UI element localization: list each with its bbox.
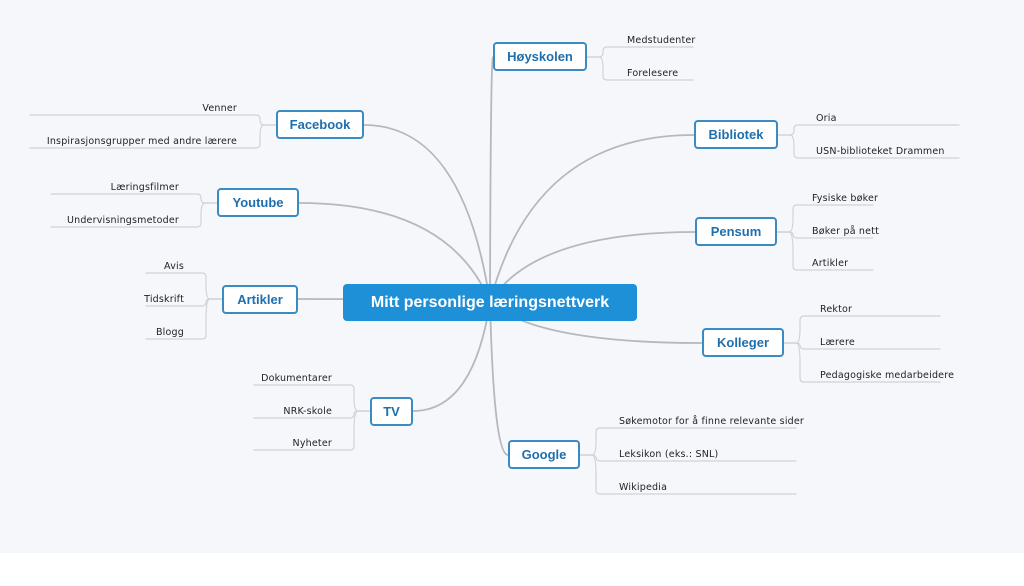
- leaf-link-facebook-1: [29, 124, 277, 149]
- branch-link-tv: [412, 301, 491, 412]
- leaf-link-pensum-0: [776, 204, 874, 233]
- leaf-link-pensum-2: [776, 231, 874, 271]
- topic-artikler[interactable]: Artikler: [222, 285, 298, 314]
- leaf-link-facebook-0: [29, 114, 277, 126]
- subtopic-oria[interactable]: Oria: [816, 113, 837, 124]
- topic-youtube-label: Youtube: [232, 195, 284, 210]
- leaf-link-kolleger-1: [783, 342, 941, 350]
- leaf-link-hoyskolen-0: [586, 46, 694, 58]
- subtopic-laerere[interactable]: Lærere: [820, 337, 855, 348]
- topic-tv-label: TV: [383, 404, 400, 419]
- topic-tv[interactable]: TV: [370, 397, 413, 426]
- connector-lines: [29, 46, 960, 495]
- topic-hoyskolen-label: Høyskolen: [507, 49, 573, 64]
- leaf-link-artikler-2: [145, 298, 223, 340]
- branch-link-youtube: [298, 202, 491, 303]
- leaf-link-artikler-0: [145, 272, 223, 300]
- subtopic-avis[interactable]: Avis: [164, 261, 184, 272]
- topic-google-label: Google: [521, 447, 567, 462]
- central-topic[interactable]: Mitt personlige læringsnettverk: [343, 284, 637, 321]
- leaf-link-bibliotek-1: [777, 134, 960, 159]
- subtopic-rektor[interactable]: Rektor: [820, 304, 853, 315]
- leaf-link-kolleger-0: [783, 315, 941, 344]
- subtopic-blogg[interactable]: Blogg: [155, 327, 184, 338]
- topic-facebook-label: Facebook: [289, 117, 351, 132]
- leaf-link-google-2: [579, 454, 797, 495]
- topic-pensum-label: Pensum: [710, 224, 762, 239]
- topic-facebook[interactable]: Facebook: [276, 110, 364, 139]
- subtopic-medstudenter[interactable]: Medstudenter: [627, 35, 696, 46]
- subtopic-fysiske-boker[interactable]: Fysiske bøker: [812, 193, 879, 204]
- topic-bibliotek[interactable]: Bibliotek: [694, 120, 778, 149]
- subtopic-nrk-skole[interactable]: NRK-skole: [283, 406, 332, 417]
- subtopic-pedagogiske-medarbeidere[interactable]: Pedagogiske medarbeidere: [820, 370, 955, 381]
- subtopic-dokumentarer[interactable]: Dokumentarer: [261, 373, 332, 384]
- mindmap-canvas: Mitt personlige læringsnettverk Høyskole…: [29, 35, 960, 495]
- subtopic-boker-pa-nett[interactable]: Bøker på nett: [812, 226, 880, 237]
- leaf-link-youtube-1: [50, 202, 218, 228]
- topic-kolleger-label: Kolleger: [716, 335, 769, 350]
- branch-link-facebook: [363, 124, 491, 303]
- topic-artikler-label: Artikler: [237, 292, 283, 307]
- leaf-link-youtube-0: [50, 193, 218, 204]
- branch-link-bibliotek: [489, 134, 695, 303]
- topic-bibliotek-label: Bibliotek: [708, 127, 764, 142]
- leaf-link-hoyskolen-1: [586, 56, 694, 81]
- topic-youtube[interactable]: Youtube: [217, 188, 299, 217]
- leaf-link-tv-2: [253, 410, 371, 451]
- topic-pensum[interactable]: Pensum: [695, 217, 777, 246]
- subtopic-laeringsfilmer[interactable]: Læringsfilmer: [110, 182, 179, 193]
- leaf-link-bibliotek-0: [777, 124, 960, 136]
- subtopic-forelesere[interactable]: Forelesere: [627, 68, 679, 79]
- subtopic-undervisningsmetoder[interactable]: Undervisningsmetoder: [66, 215, 179, 226]
- topic-google[interactable]: Google: [508, 440, 580, 469]
- subtopic-usn-biblioteket[interactable]: USN-biblioteket Drammen: [816, 146, 945, 157]
- subtopic-tidskrift[interactable]: Tidskrift: [144, 294, 184, 305]
- branch-link-google: [489, 301, 509, 456]
- central-topic-label: Mitt personlige læringsnettverk: [370, 293, 610, 311]
- subtopic-inspirasjonsgrupper[interactable]: Inspirasjonsgrupper med andre lærere: [46, 136, 237, 147]
- subtopic-pensum-artikler[interactable]: Artikler: [812, 258, 849, 269]
- subtopic-sokemotor[interactable]: Søkemotor for å finne relevante sider: [619, 416, 805, 427]
- topic-hoyskolen[interactable]: Høyskolen: [493, 42, 587, 71]
- subtopic-wikipedia[interactable]: Wikipedia: [619, 482, 668, 493]
- subtopic-nyheter[interactable]: Nyheter: [292, 438, 332, 449]
- leaf-link-google-0: [579, 427, 797, 456]
- subtopic-venner[interactable]: Venner: [202, 103, 237, 114]
- leaf-link-kolleger-2: [783, 342, 941, 383]
- subtopic-leksikon[interactable]: Leksikon (eks.: SNL): [619, 449, 719, 460]
- leaf-link-tv-0: [253, 384, 371, 412]
- topic-kolleger[interactable]: Kolleger: [702, 328, 784, 357]
- branch-link-hoyskolen: [489, 56, 494, 303]
